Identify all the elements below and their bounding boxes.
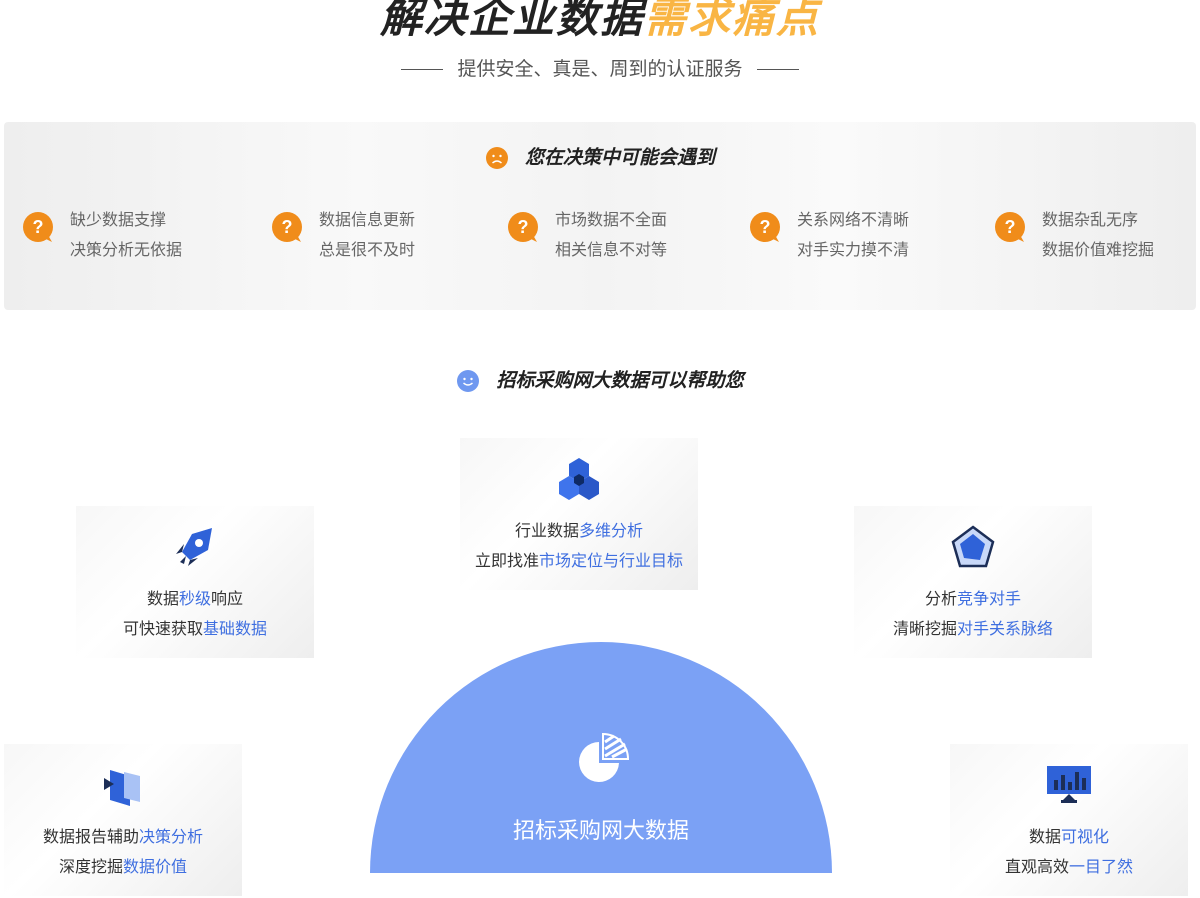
- feature-card-speed: 数据秒级响应 可快速获取基础数据: [76, 506, 314, 658]
- feature-card-competitors: 分析竞争对手 清晰挖掘对手关系脉络: [854, 506, 1092, 658]
- svg-text:?: ?: [1005, 217, 1016, 237]
- card-highlight: 对手关系脉络: [957, 619, 1054, 638]
- title-accent-part: 需求痛点: [644, 0, 821, 42]
- card-text: 深度挖掘: [58, 857, 123, 876]
- question-bubble-icon: ?: [508, 212, 538, 242]
- card-text: 可快速获取: [122, 619, 203, 638]
- report-panels-icon: [104, 770, 140, 806]
- page-title: 解决企业数据需求痛点: [0, 0, 1200, 44]
- card-text: 数据: [146, 589, 179, 608]
- help-heading: 招标采购网大数据可以帮助您: [0, 367, 1200, 394]
- radar-chart-icon: [951, 525, 995, 568]
- svg-text:?: ?: [282, 217, 293, 237]
- card-text: 响应: [211, 589, 244, 608]
- pain-line-2: 决策分析无依据: [70, 240, 183, 259]
- pie-chart-icon: [579, 732, 630, 782]
- pain-line-1: 数据信息更新: [319, 210, 416, 229]
- monitor-chart-icon: [1047, 766, 1091, 803]
- subtitle-text: 提供安全、真是、周到的认证服务: [457, 58, 743, 80]
- card-highlight: 数据价值: [123, 857, 188, 876]
- card-highlight: 一目了然: [1069, 857, 1134, 876]
- svg-text:?: ?: [760, 217, 771, 237]
- pain-heading-text: 您在决策中可能会遇到: [524, 146, 715, 169]
- pain-heading: 您在决策中可能会遇到: [0, 144, 1200, 171]
- subtitle-left-rule: [401, 69, 444, 70]
- cube-cluster-icon: [559, 458, 599, 500]
- card-highlight: 竞争对手: [957, 589, 1022, 608]
- question-bubble-icon: ?: [272, 212, 302, 242]
- card-text: 分析: [924, 589, 957, 608]
- card-text: 清晰挖掘: [892, 619, 957, 638]
- question-bubble-icon: ?: [750, 212, 780, 242]
- card-highlight: 市场定位与行业目标: [539, 551, 684, 570]
- title-dark-part: 解决企业数据: [379, 0, 644, 42]
- pain-line-1: 关系网络不清晰: [797, 210, 910, 229]
- pain-line-2: 数据价值难挖掘: [1042, 240, 1155, 259]
- svg-text:?: ?: [518, 217, 529, 237]
- pain-points-panel: [4, 122, 1196, 310]
- card-highlight: 基础数据: [203, 619, 268, 638]
- help-heading-text: 招标采购网大数据可以帮助您: [496, 369, 744, 392]
- pain-line-2: 总是很不及时: [319, 240, 416, 259]
- card-highlight: 可视化: [1061, 827, 1110, 846]
- card-text: 数据报告辅助: [42, 827, 139, 846]
- smile-face-icon: [457, 369, 480, 392]
- rocket-icon: [176, 528, 212, 566]
- question-bubble-icon: ?: [995, 212, 1025, 242]
- pain-line-1: 缺少数据支撑: [70, 210, 167, 229]
- card-text: 数据: [1028, 827, 1061, 846]
- subtitle-right-rule: [756, 69, 799, 70]
- card-highlight: 秒级: [178, 589, 211, 608]
- pain-line-1: 数据杂乱无序: [1042, 210, 1139, 229]
- sad-face-icon: [485, 146, 508, 169]
- pain-line-1: 市场数据不全面: [555, 210, 668, 229]
- card-highlight: 决策分析: [139, 827, 204, 846]
- card-text: 行业数据: [514, 521, 579, 540]
- svg-text:?: ?: [33, 217, 44, 237]
- card-highlight: 多维分析: [579, 521, 644, 540]
- card-text: 直观高效: [1004, 857, 1069, 876]
- feature-card-report: 数据报告辅助决策分析 深度挖掘数据价值: [4, 744, 242, 896]
- card-text: 立即找准: [474, 551, 539, 570]
- page-subtitle: 提供安全、真是、周到的认证服务: [0, 56, 1200, 82]
- pain-line-2: 相关信息不对等: [555, 240, 668, 259]
- pain-line-2: 对手实力摸不清: [797, 240, 910, 259]
- dome-label: 招标采购网大数据: [512, 819, 689, 844]
- question-bubble-icon: ?: [23, 212, 53, 242]
- feature-card-multi-analysis: 行业数据多维分析 立即找准市场定位与行业目标: [460, 438, 698, 590]
- feature-card-visualization: 数据可视化 直观高效一目了然: [950, 744, 1188, 896]
